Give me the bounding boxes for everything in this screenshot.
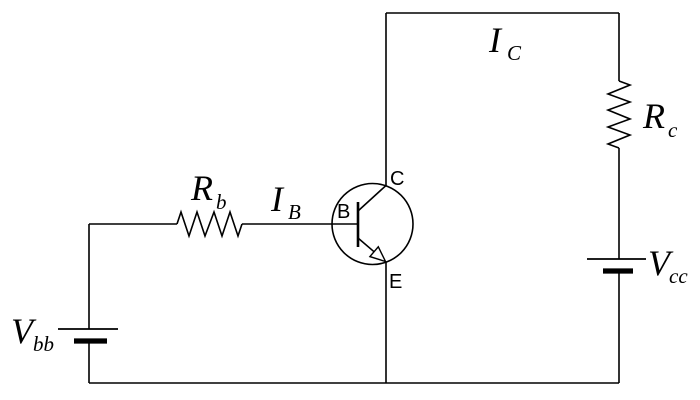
emitter-arrowhead-icon [368,245,387,263]
transistor-collector-lead [357,184,387,212]
ib-label-subscript: B [288,200,301,224]
rb-label-subscript: b [216,190,227,214]
rc-label-subscript: c [668,118,678,142]
transistor-emitter-lead [357,237,375,253]
rc-label-main: R [642,96,665,136]
vcc-label-subscript: cc [669,264,688,288]
vbb-label-main: V [11,311,37,351]
vcc-label-main: V [648,243,674,283]
transistor-base-pin-label: B [337,201,350,223]
ic-label-subscript: C [507,41,522,65]
transistor-body-circle [331,182,414,266]
rc-resistor-zigzag [605,80,633,149]
rb-label-main: R [190,168,213,208]
vbb-label-subscript: bb [33,332,54,356]
ic-label-main: I [488,20,503,60]
ib-label-main: I [270,179,285,219]
rb-resistor-zigzag [176,209,243,239]
transistor-collector-pin-label: C [390,168,404,190]
transistor-emitter-pin-label: E [389,271,402,293]
